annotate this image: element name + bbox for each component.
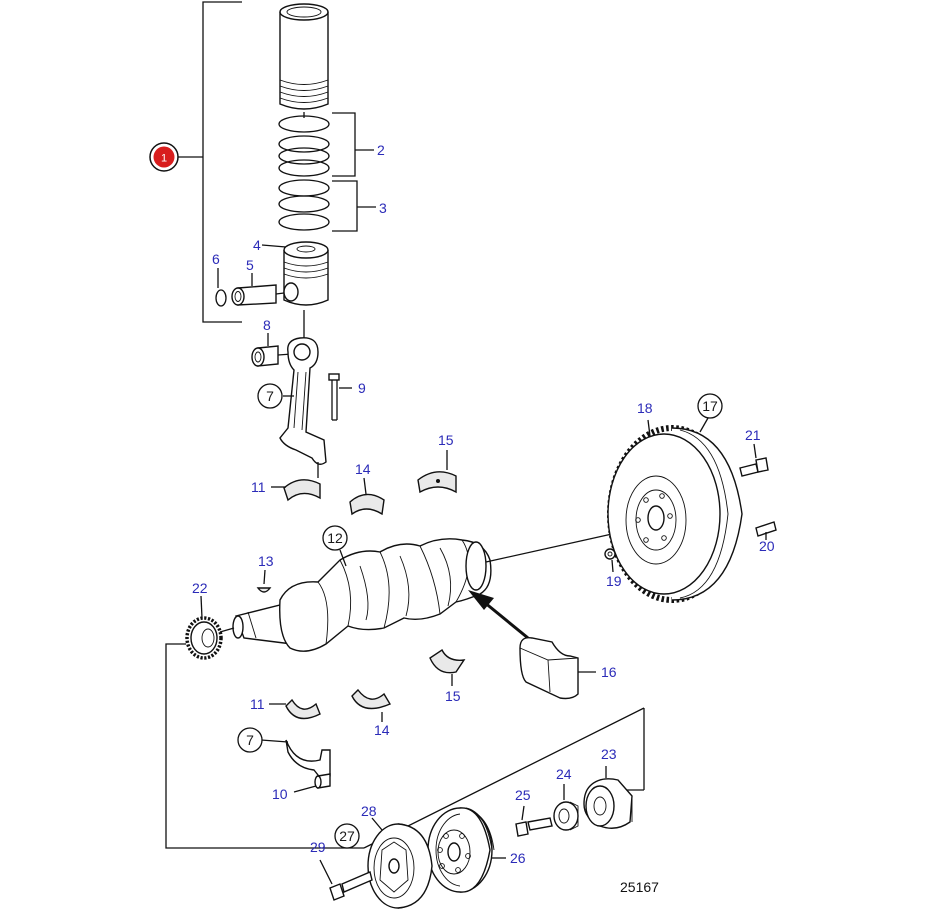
hub-bolt bbox=[515, 805, 553, 837]
callout-17[interactable]: 17 bbox=[697, 393, 723, 419]
connecting-rod bbox=[279, 337, 327, 465]
rod-bearing-lower-11 bbox=[269, 698, 321, 720]
dowel-pin bbox=[755, 521, 777, 540]
circlip bbox=[215, 268, 227, 307]
callout-18[interactable]: 18 bbox=[637, 400, 653, 416]
callout-20[interactable]: 20 bbox=[759, 538, 775, 554]
callout-16[interactable]: 16 bbox=[601, 664, 617, 680]
washer bbox=[604, 548, 616, 573]
piston-pin bbox=[231, 273, 285, 306]
svg-text:12: 12 bbox=[327, 530, 343, 546]
callout-10[interactable]: 10 bbox=[272, 786, 288, 802]
vibration-damper bbox=[367, 817, 433, 909]
group-marker-label: 1 bbox=[161, 153, 167, 165]
woodruff-key bbox=[256, 569, 272, 593]
callout-27[interactable]: 27 bbox=[334, 823, 360, 849]
group-marker[interactable]: 1 bbox=[149, 142, 179, 172]
crank-gear bbox=[185, 595, 235, 660]
main-bearing-lower-15 bbox=[429, 648, 466, 686]
callout-19[interactable]: 19 bbox=[606, 573, 622, 589]
callout-24[interactable]: 24 bbox=[556, 766, 572, 782]
callout-6[interactable]: 6 bbox=[212, 251, 220, 267]
cylinder-liner bbox=[279, 3, 329, 118]
callout-12[interactable]: 12 bbox=[322, 525, 348, 551]
callout-13[interactable]: 13 bbox=[258, 553, 274, 569]
callout-3[interactable]: 3 bbox=[379, 200, 387, 216]
svg-text:17: 17 bbox=[702, 398, 718, 414]
assembly-arrow bbox=[468, 590, 529, 640]
callout-8[interactable]: 8 bbox=[263, 317, 271, 333]
callout-11-upper[interactable]: 11 bbox=[251, 479, 266, 495]
seal-rings bbox=[278, 112, 374, 177]
spacer-ring bbox=[553, 784, 579, 831]
callout-26[interactable]: 26 bbox=[510, 850, 526, 866]
rod-bolt bbox=[328, 373, 352, 421]
crank-hub bbox=[583, 766, 633, 829]
callout-25[interactable]: 25 bbox=[515, 787, 531, 803]
main-bearing-cap bbox=[519, 637, 596, 700]
main-bearing-lower-14 bbox=[351, 688, 392, 722]
callout-9[interactable]: 9 bbox=[358, 380, 366, 396]
callout-15-upper[interactable]: 15 bbox=[438, 432, 454, 448]
callout-labels: 2 3 4 5 6 8 9 10 11 11 13 14 14 15 15 16… bbox=[192, 142, 775, 866]
svg-text:27: 27 bbox=[339, 828, 355, 844]
main-bearing-upper-b bbox=[417, 450, 457, 494]
callout-15-lower[interactable]: 15 bbox=[445, 688, 461, 704]
damper-bolt bbox=[319, 859, 373, 901]
piston-rings bbox=[278, 179, 376, 232]
crankshaft bbox=[232, 533, 613, 652]
flywheel bbox=[607, 417, 743, 603]
callout-21[interactable]: 21 bbox=[745, 427, 761, 443]
rod-bushing bbox=[251, 333, 293, 367]
callout-23[interactable]: 23 bbox=[601, 746, 617, 762]
main-bearing-upper-a bbox=[349, 477, 385, 516]
flywheel-bolt bbox=[739, 443, 769, 477]
callout-7-upper[interactable]: 7 bbox=[257, 383, 283, 409]
svg-text:7: 7 bbox=[266, 388, 274, 404]
callout-4[interactable]: 4 bbox=[253, 237, 261, 253]
callout-2[interactable]: 2 bbox=[377, 142, 385, 158]
piston bbox=[261, 241, 329, 306]
belt-pulley bbox=[427, 807, 506, 893]
drawing-reference-number: 25167 bbox=[620, 879, 659, 895]
callout-14-lower[interactable]: 14 bbox=[374, 722, 390, 738]
callout-22[interactable]: 22 bbox=[192, 580, 208, 596]
group-bracket bbox=[178, 1, 242, 323]
callout-5[interactable]: 5 bbox=[246, 257, 254, 273]
callout-14-upper[interactable]: 14 bbox=[355, 461, 371, 477]
callout-7-lower[interactable]: 7 bbox=[237, 727, 263, 753]
callout-11-lower[interactable]: 11 bbox=[250, 696, 265, 712]
rod-cap bbox=[260, 739, 331, 781]
rod-nut bbox=[293, 773, 331, 793]
callout-28[interactable]: 28 bbox=[361, 803, 377, 819]
rod-bearing-upper bbox=[271, 479, 321, 502]
callout-29[interactable]: 29 bbox=[310, 839, 326, 855]
svg-text:7: 7 bbox=[246, 732, 254, 748]
